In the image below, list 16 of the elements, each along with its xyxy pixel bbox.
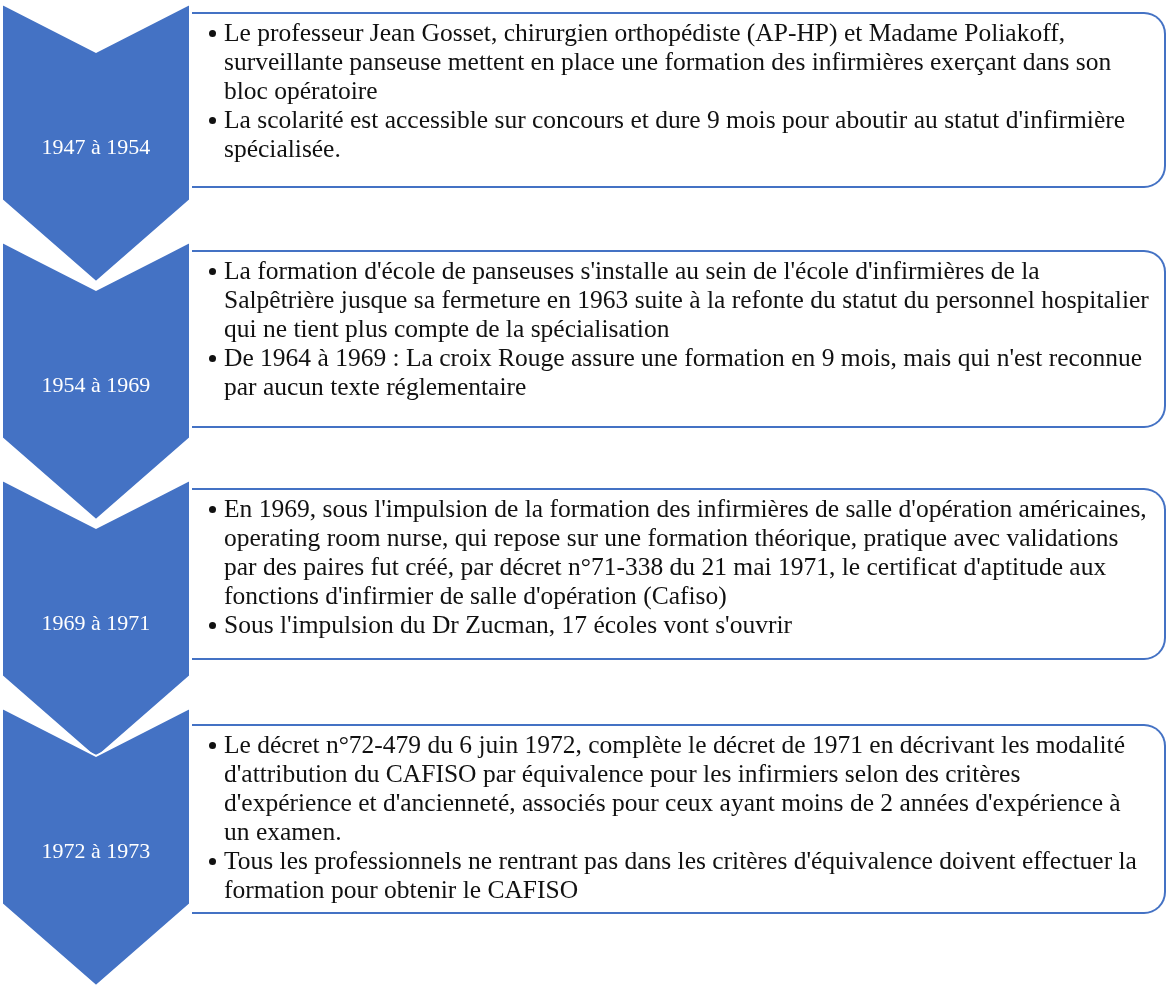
- bullet-text: Tous les professionnels ne rentrant pas dans les critères d'équivalence doivent effectuer la formation pour obtenir le CAFISO: [224, 846, 1137, 904]
- bullet-text: Le décret n°72-479 du 6 juin 1972, complète le décret de 1971 en décrivant les modalité d'attribution du CAFISO par équivalence pour les infirmiers selon des critères d'expérience et d'ancienneté, associés pour ceux ayant moins de 2 années d'expérience à un examen.: [224, 730, 1125, 846]
- bullet-text: La scolarité est accessible sur concours et dure 9 mois pour aboutir au statut d'infirmière spécialisée.: [224, 105, 1126, 163]
- bullet-text: Sous l'impulsion du Dr Zucman, 17 écoles vont s'ouvrir: [224, 610, 792, 639]
- text-box: [192, 724, 1166, 914]
- text-box: [192, 12, 1166, 188]
- bullet-text: En 1969, sous l'impulsion de la formation des infirmières de salle d'opération américaines, operating room nurse, qui repose sur une formation théorique, pratique avec validations par des paires fut créé, par décret n°71-338 du 21 mai 1971, le certificat d'aptitude aux fonctions d'infirmier de salle d'opération (Cafiso): [224, 494, 1147, 610]
- text-box: [192, 250, 1166, 428]
- year-label: 1972 à 1973: [40, 838, 152, 864]
- bullet-text: De 1964 à 1969 : La croix Rouge assure une formation en 9 mois, mais qui n'est reconnue par aucun texte réglementaire: [224, 343, 1143, 401]
- bullet-text: Le professeur Jean Gosset, chirurgien orthopédiste (AP-HP) et Madame Poliakoff, surveillante panseuse mettent en place une formation des infirmières exerçant dans son bloc opératoire: [224, 18, 1112, 105]
- bullet-text: La formation d'école de panseuses s'installe au sein de l'école d'infirmières de la Salpêtrière jusque sa fermeture en 1963 suite à la refonte du statut du personnel hospitalier qui ne tient plus compte de la spécialisation: [224, 256, 1149, 343]
- text-box: [192, 488, 1166, 660]
- year-label: 1954 à 1969: [40, 372, 152, 398]
- year-label: 1969 à 1971: [40, 610, 152, 636]
- year-label: 1947 à 1954: [40, 134, 152, 160]
